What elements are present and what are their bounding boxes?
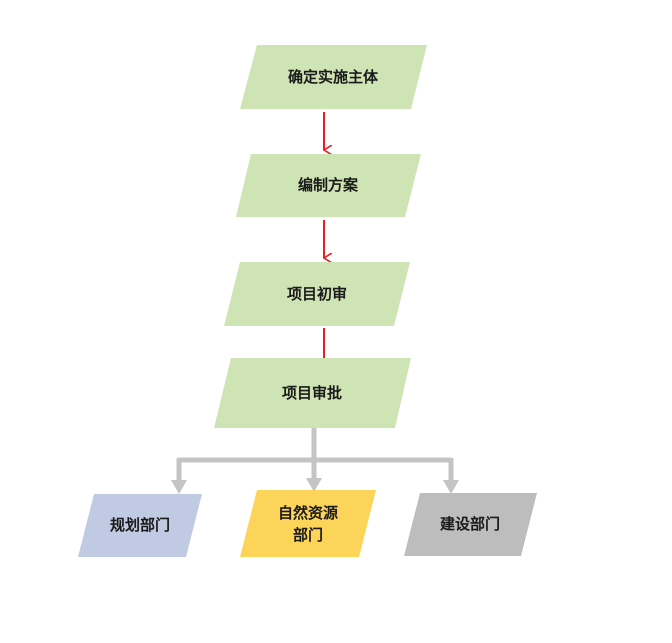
branch-arrowhead-right: [443, 480, 459, 494]
dept-construction-shape: [404, 493, 537, 556]
step-approval-label: 项目审批: [282, 384, 342, 402]
branch-arrowhead-left: [171, 480, 187, 494]
dept-planning-shape: [78, 494, 202, 557]
step-preliminary-review-label: 项目初审: [287, 285, 347, 303]
step-determine-entity-label: 确定实施主体: [288, 68, 379, 86]
branch-arrowheads: [171, 478, 459, 494]
step-prepare-plan-shape: [236, 154, 421, 217]
step-approval-shape: [214, 358, 411, 428]
step-preliminary-review-shape: [224, 262, 410, 326]
step-determine-entity-shape: [240, 45, 427, 109]
dept-natural-resources-label-line1: 自然资源: [278, 504, 338, 522]
branch-arrowhead-middle: [306, 478, 322, 492]
dept-planning-label: 规划部门: [110, 516, 170, 534]
dept-natural-resources-shape: [240, 490, 376, 557]
branch-connector: [176, 428, 454, 483]
dept-construction-label: 建设部门: [440, 515, 500, 533]
dept-natural-resources-label-line2: 部门: [293, 526, 323, 544]
step-prepare-plan-label: 编制方案: [298, 176, 359, 194]
